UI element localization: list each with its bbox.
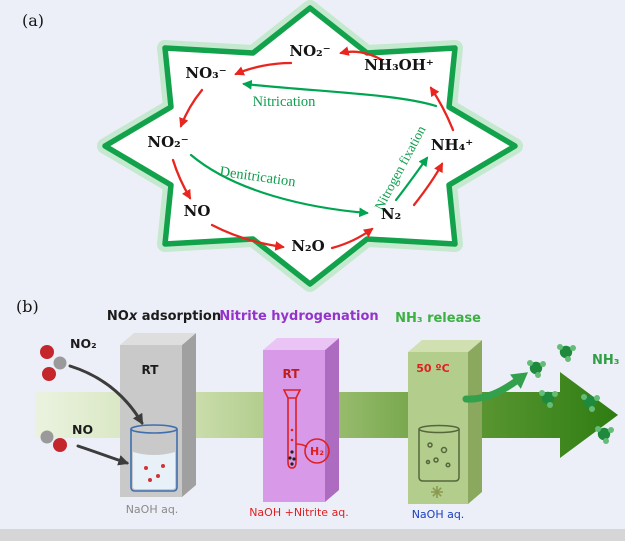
nh3-output-label: NH₃ (592, 353, 619, 368)
stage1-box-side (182, 333, 196, 497)
star-border (102, 5, 518, 287)
nh3-molecule (581, 394, 600, 412)
panel-b: (b) NOx adsorption RT NaOH aq. Nitrite (16, 297, 619, 521)
red-arrow-no2-to-no (171, 158, 192, 200)
species-no2-top: NO₂⁻ (289, 42, 330, 60)
stage3-box-top (408, 340, 482, 352)
stage1-solution: NaOH aq. (126, 503, 179, 516)
no2-input-label: NO₂ (70, 336, 97, 351)
stage2-solution: NaOH +Nitrite aq. (249, 506, 349, 519)
species-nh4: NH₄⁺ (431, 136, 473, 154)
tube-catalyst-dots (288, 450, 296, 466)
red-arrow-no2-to-no3 (234, 61, 293, 76)
no2-input-arrow (68, 364, 144, 425)
stage1-beaker (130, 424, 178, 492)
red-arrow-nh4-to-nh3oh (429, 86, 455, 132)
red-arrow-no3-to-no2 (179, 88, 204, 128)
red-cycle-arrows (171, 46, 455, 251)
red-arrow-no-to-n2o (210, 223, 285, 251)
no-input-arrow (76, 444, 130, 466)
panel-b-label: (b) (16, 297, 39, 316)
stage3-beaker (418, 424, 460, 482)
nh3-release-arrow (462, 372, 529, 403)
red-arrow-nh3oh-to-no2 (339, 46, 384, 62)
panel-a: (a) NO₂⁻ NH₃OH⁺ NO₃⁻ NO₂⁻ NO N₂O N₂ NH₄⁺ (22, 0, 523, 292)
green-process-arrows (189, 79, 438, 218)
nh3-molecules (527, 344, 614, 444)
green-arrow-denitrification (189, 153, 369, 218)
stage3-box-side (468, 340, 482, 504)
stage1-title-x: x (128, 309, 138, 324)
bottom-strip (0, 529, 625, 541)
green-arrow-nitrogen-fixation (394, 156, 429, 202)
nh3-molecule (527, 360, 546, 378)
no-molecule (40, 430, 67, 452)
stage1-temp: RT (142, 363, 160, 377)
tube-nitrite-dots (290, 428, 294, 442)
green-arrow-nitrification (242, 79, 438, 108)
beaker-nitrite-dots (144, 464, 165, 482)
red-arrow-n2o-to-n2 (330, 227, 374, 250)
beaker3-rim (418, 424, 460, 434)
input-arrows (68, 364, 144, 466)
stage1-box-top (120, 333, 196, 345)
beaker-rim (130, 424, 178, 434)
stage1-title-rest: adsorption (137, 309, 221, 324)
red-arrow-n2-to-nh4 (412, 162, 444, 207)
beaker3-bubbles (425, 442, 451, 468)
stage2-box-front (263, 350, 325, 502)
species-no: NO (184, 202, 211, 220)
stage2-box-side (325, 338, 339, 502)
nh3-molecule (595, 426, 614, 444)
stage1-title: NOx adsorption (107, 309, 221, 324)
stage1-title-no: NO (107, 309, 129, 324)
stage2-title: Nitrite hydrogenation (219, 309, 378, 324)
nh3-molecule (539, 390, 558, 408)
species-nh3oh: NH₃OH⁺ (364, 56, 434, 74)
stage3-temp: 50 ºC (416, 362, 449, 375)
panel-a-label: (a) (22, 11, 44, 30)
no-input-label: NO (72, 422, 93, 437)
burner-icon (431, 486, 443, 498)
beaker-body (130, 429, 178, 492)
beaker-liquid (133, 452, 175, 489)
no2-molecule (40, 345, 67, 381)
species-no3: NO₃⁻ (185, 64, 226, 82)
stage2-box (263, 338, 339, 502)
species-n2o: N₂O (291, 237, 324, 255)
h2-bubble-circle (304, 438, 330, 464)
stage3-title: NH₃ release (395, 311, 481, 326)
beaker3-body (418, 429, 460, 482)
tube-body (287, 398, 297, 469)
label-nitrification: Nitrication (253, 94, 317, 110)
stage2-box-top (263, 338, 339, 350)
nh3-molecule (557, 344, 576, 362)
species-no2-left: NO₂⁻ (147, 133, 188, 151)
h2-label: H₂ (310, 445, 324, 458)
stage2-temp: RT (283, 367, 301, 381)
stage3-solution: NaOH aq. (412, 508, 465, 521)
species-n2: N₂ (381, 205, 401, 223)
stage2-apparatus (282, 389, 330, 469)
